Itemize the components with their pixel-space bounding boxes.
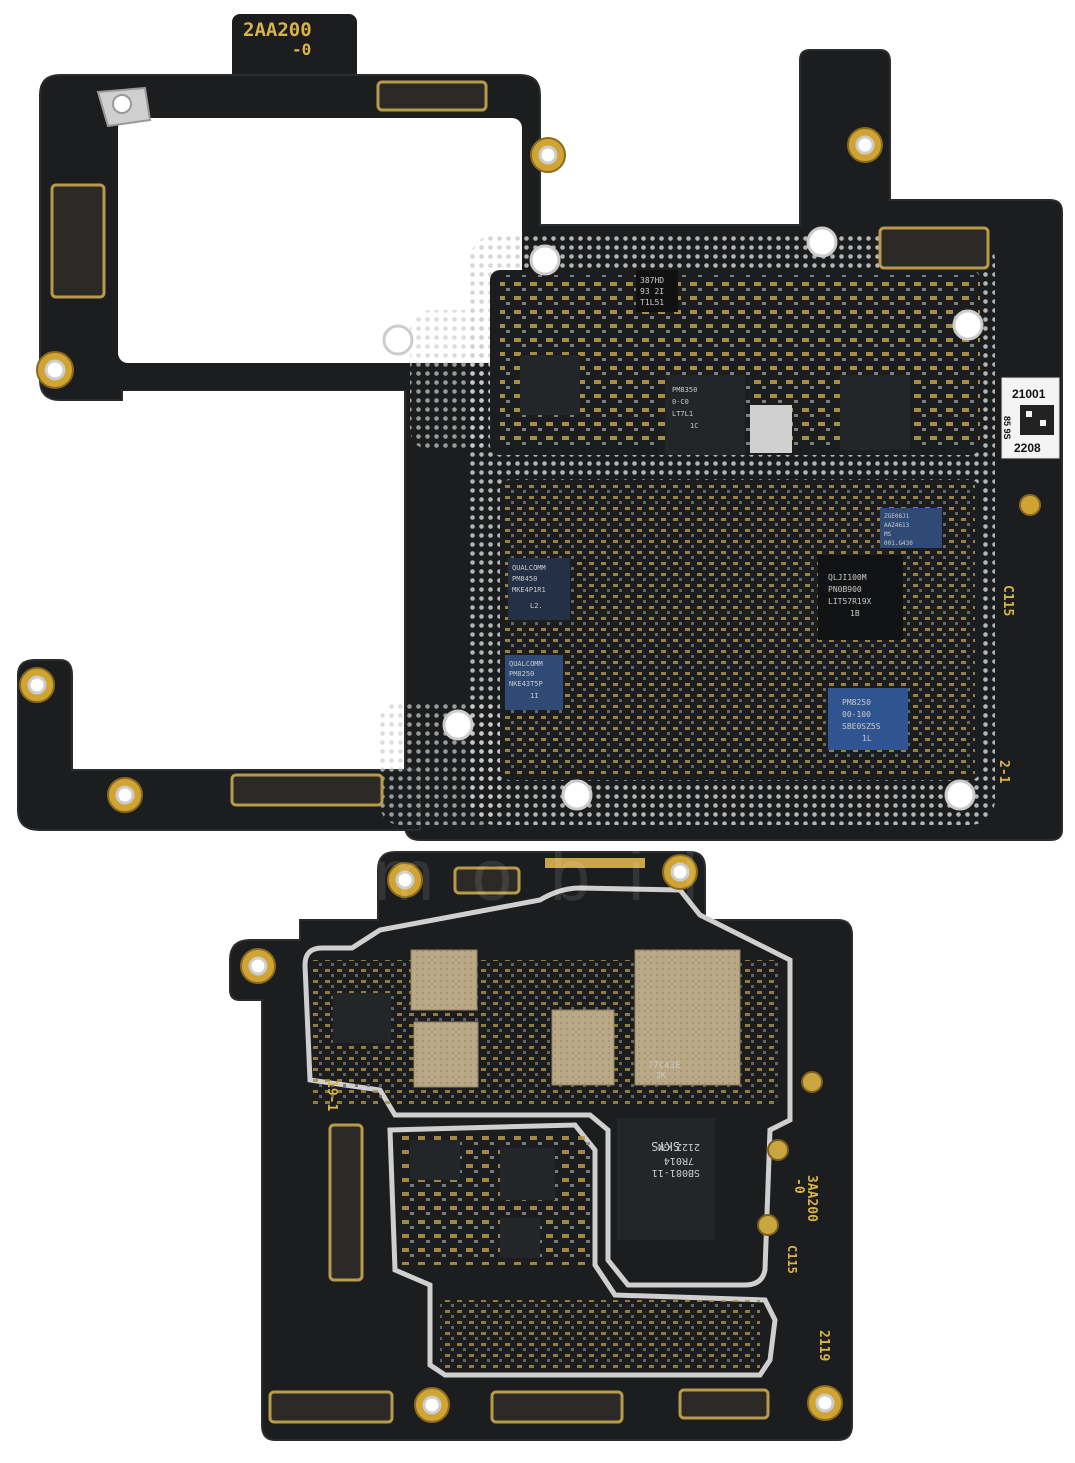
chip-small-right: ZGE08J1 AAZ4613 MS 001.G430: [884, 513, 913, 547]
svg-text:QUALCOMM: QUALCOMM: [509, 660, 543, 668]
svg-text:MKE4P1R1: MKE4P1R1: [512, 586, 546, 594]
chip-top: 387HD 93 2I T1L51: [640, 276, 664, 307]
svg-text:2122 GN: 2122 GN: [658, 1141, 700, 1152]
svg-text:AAZ4613: AAZ4613: [884, 522, 910, 529]
sticker-line1: 21001: [1012, 387, 1046, 401]
board-connectors: [50, 80, 990, 807]
svg-text:PM8450: PM8450: [512, 575, 537, 583]
svg-text:93 2I: 93 2I: [640, 287, 664, 296]
svg-text:NKE43T5P: NKE43T5P: [509, 680, 543, 688]
silk-c115-lower: C115: [785, 1245, 799, 1274]
svg-text:PM8250: PM8250: [842, 698, 871, 707]
svg-text:2K: 2K: [656, 1071, 666, 1080]
svg-text:7R014: 7R014: [664, 1155, 694, 1166]
svg-text:ZGE08J1: ZGE08J1: [884, 513, 910, 520]
svg-text:QLJI100M: QLJI100M: [828, 573, 867, 582]
svg-text:1L: 1L: [862, 734, 872, 743]
silk-2119: 2119: [816, 1330, 831, 1361]
svg-text:MS: MS: [884, 531, 892, 538]
svg-text:T1L51: T1L51: [640, 298, 664, 307]
chip-center: QLJI100M PN0B900 LIT57R19X 1B: [828, 573, 872, 618]
silk-2-1: 2-1: [996, 760, 1011, 784]
svg-text:1B: 1B: [850, 609, 860, 618]
svg-text:1I: 1I: [530, 692, 538, 700]
svg-text:PM8250: PM8250: [509, 670, 534, 678]
svg-text:77C43E: 77C43E: [648, 1061, 681, 1071]
silk-3aa200-rev: -0: [791, 1178, 806, 1194]
svg-text:PM8350: PM8350: [672, 386, 697, 394]
silk-3aa200: 3AA200: [804, 1175, 819, 1222]
c115-silk-upper: C115: [1000, 585, 1015, 616]
svg-text:SB081-11: SB081-11: [652, 1167, 700, 1178]
svg-text:LIT57R19X: LIT57R19X: [828, 597, 872, 606]
sticker-line3: 2208: [1014, 441, 1041, 455]
chip-mid-top: PM8350 0-C0 LT7L1 1C: [672, 386, 698, 430]
svg-text:SKYS: SKYS: [651, 1139, 680, 1153]
chip-shield-label: 77C43E 2K: [648, 1061, 681, 1080]
chip-skyworks: SKYS SB081-11 7R014 2122 GN: [651, 1139, 700, 1178]
tab-rev-silk: -0: [292, 40, 311, 59]
svg-text:0-C0: 0-C0: [672, 398, 689, 406]
svg-text:001.G430: 001.G430: [884, 540, 913, 547]
svg-text:00-100: 00-100: [842, 710, 871, 719]
silk-19-1: 19-1: [324, 1080, 339, 1111]
svg-text:SBE0SZ5S: SBE0SZ5S: [842, 722, 881, 731]
chip-bottom-blue: PM8250 00-100 SBE0SZ5S 1L: [842, 698, 881, 743]
svg-text:PN0B900: PN0B900: [828, 585, 862, 594]
svg-text:L2.: L2.: [530, 602, 543, 610]
sticker-line2: 85 9S: [1002, 416, 1012, 440]
tab-code-silk: 2AA200: [243, 19, 312, 41]
svg-text:LT7L1: LT7L1: [672, 410, 693, 418]
svg-text:QUALCOMM: QUALCOMM: [512, 564, 546, 572]
watermark-text: ictomobile: [110, 836, 814, 916]
chip-qualcomm-left: QUALCOMM PM8450 MKE4P1R1 L2.: [512, 564, 546, 610]
upper-board: [17, 14, 1063, 841]
svg-text:1C: 1C: [690, 422, 698, 430]
chip-qualcomm-left2: QUALCOMM PM8250 NKE43T5P 1I: [509, 660, 543, 700]
lower-board: [229, 851, 853, 1441]
svg-text:387HD: 387HD: [640, 276, 664, 285]
